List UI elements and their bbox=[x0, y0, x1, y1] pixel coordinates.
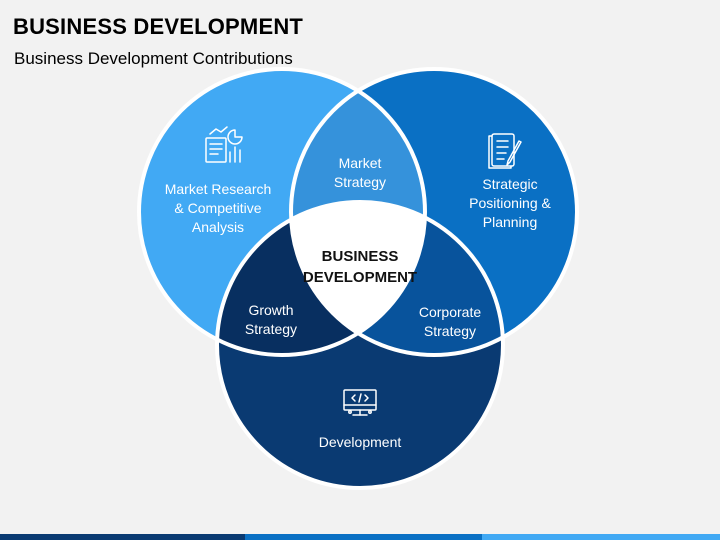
slide-subtitle: Business Development Contributions bbox=[14, 49, 293, 68]
label-line: Market Research bbox=[164, 181, 272, 197]
label-growth-strategy: Growth Strategy bbox=[221, 301, 321, 339]
label-center: BUSINESS DEVELOPMENT bbox=[290, 246, 430, 288]
software-development-icon bbox=[343, 389, 377, 416]
label-development: Development bbox=[290, 433, 430, 452]
bottom-accent-bar bbox=[0, 534, 720, 540]
label-line: & Competitive bbox=[174, 200, 262, 216]
label-line: Growth bbox=[248, 302, 294, 318]
planning-checklist-icon bbox=[488, 133, 522, 169]
label-line: Strategy bbox=[244, 321, 298, 337]
label-strategic-positioning: Strategic Positioning & Planning bbox=[440, 175, 580, 232]
label-corporate-strategy: Corporate Strategy bbox=[400, 303, 500, 341]
label-line: Strategy bbox=[423, 323, 477, 339]
label-market-research: Market Research & Competitive Analysis bbox=[148, 180, 288, 237]
bottom-bar-segment bbox=[244, 534, 483, 540]
slide-title: BUSINESS DEVELOPMENT bbox=[13, 14, 304, 39]
label-line: Strategic bbox=[482, 176, 538, 192]
label-line: Positioning & bbox=[469, 195, 551, 211]
label-line: BUSINESS bbox=[321, 248, 399, 265]
label-market-strategy: Market Strategy bbox=[310, 154, 410, 192]
label-line: Strategy bbox=[333, 174, 387, 190]
label-line: Corporate bbox=[418, 304, 482, 320]
label-line: Market bbox=[338, 155, 382, 171]
label-line: Analysis bbox=[191, 219, 245, 235]
bottom-bar-segment bbox=[0, 534, 245, 540]
label-line: Planning bbox=[482, 214, 538, 230]
bottom-bar-segment bbox=[482, 534, 720, 540]
label-line: Development bbox=[318, 434, 402, 450]
venn-outlines bbox=[137, 67, 579, 490]
label-line: DEVELOPMENT bbox=[302, 269, 418, 286]
market-research-icon bbox=[205, 126, 243, 163]
